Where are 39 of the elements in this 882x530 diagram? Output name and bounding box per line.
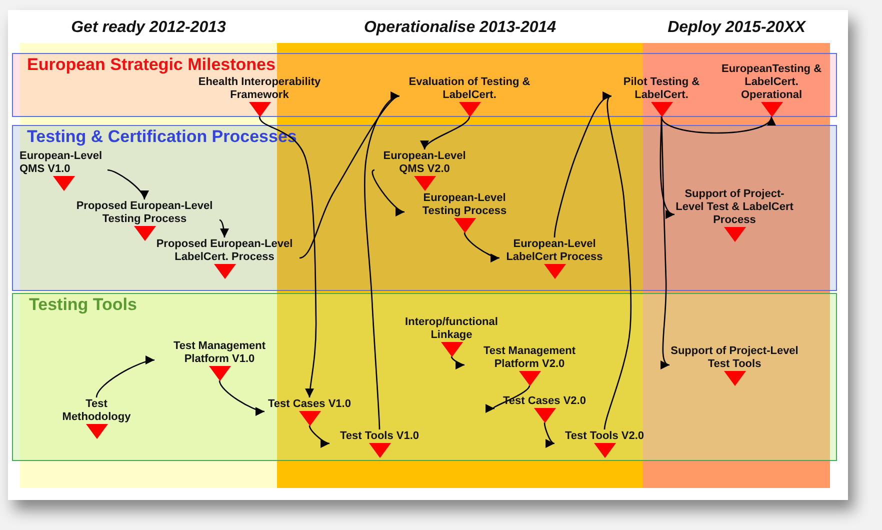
swimlane <box>12 125 837 291</box>
arrow <box>464 232 500 262</box>
milestone-label: European-Level LabelCert Process <box>505 238 604 264</box>
milestone-label: Test Tools V1.0 <box>340 430 420 442</box>
milestone-label: Proposed European-Level Testing Process <box>75 200 214 226</box>
arrow <box>299 94 400 259</box>
phase-heading: Deploy 2015-20XX <box>668 19 806 37</box>
milestone-label: Evaluation of Testing & LabelCert. <box>408 76 532 102</box>
milestone-label: Test Methodology <box>61 398 132 424</box>
milestone-label: Test Management Platform V2.0 <box>482 344 577 370</box>
milestone-label: Pilot Testing & LabelCert. <box>622 76 701 102</box>
milestone-label: Test Tools V2.0 <box>564 430 644 442</box>
arrow <box>450 356 465 368</box>
milestone-label: European-Level QMS V2.0 <box>382 150 467 176</box>
arrow <box>372 169 405 214</box>
arrow <box>660 116 670 367</box>
arrow <box>218 380 265 415</box>
arrow <box>364 93 400 430</box>
arrow <box>258 116 317 398</box>
arrow <box>544 422 555 446</box>
milestone-label: Interop/functional Linkage <box>404 316 499 342</box>
lane-heading: Testing Tools <box>29 295 137 315</box>
arrow <box>107 169 148 200</box>
swimlane <box>12 293 837 461</box>
arrow <box>96 356 155 398</box>
phase-heading: Get ready 2012-2013 <box>71 19 226 37</box>
lane-heading: European Strategic Milestones <box>27 55 276 75</box>
milestone-label: European-Level QMS V1.0 <box>20 150 104 176</box>
arrow <box>308 425 330 446</box>
milestone-label: Support of Project-Level Test & LabelCert Process <box>674 188 794 226</box>
phase-heading: Operationalise 2013-2014 <box>364 19 556 37</box>
swimlane <box>12 53 837 117</box>
milestone-label: Test Cases V1.0 <box>268 398 351 410</box>
milestone-label: European-Level Testing Process <box>421 192 508 218</box>
arrow <box>422 116 470 150</box>
arrow <box>219 219 229 238</box>
milestone-label: Test Management Platform V1.0 <box>172 340 267 366</box>
milestone-label: Support of Project-Level Test Tools <box>670 344 800 370</box>
milestone-label: EuropeanTesting & LabelCert. Operational <box>720 62 823 102</box>
